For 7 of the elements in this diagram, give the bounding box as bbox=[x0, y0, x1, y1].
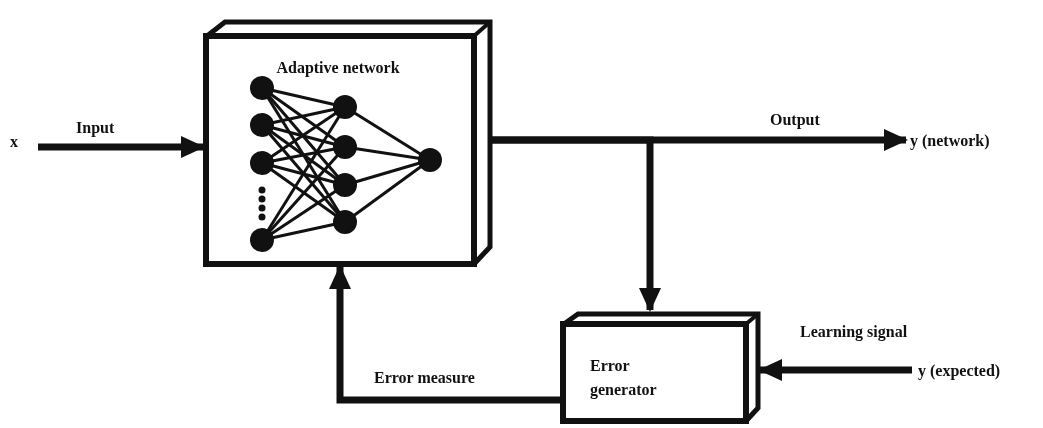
arrow bbox=[329, 265, 560, 404]
terminal-label: y (network) bbox=[910, 131, 990, 152]
terminal-label: y (expected) bbox=[918, 361, 1001, 382]
edge-label: Learning signal bbox=[798, 322, 910, 342]
block-title: Adaptive network bbox=[275, 58, 401, 79]
block-title: Error generator bbox=[590, 356, 658, 401]
terminal-label: x bbox=[10, 132, 18, 152]
